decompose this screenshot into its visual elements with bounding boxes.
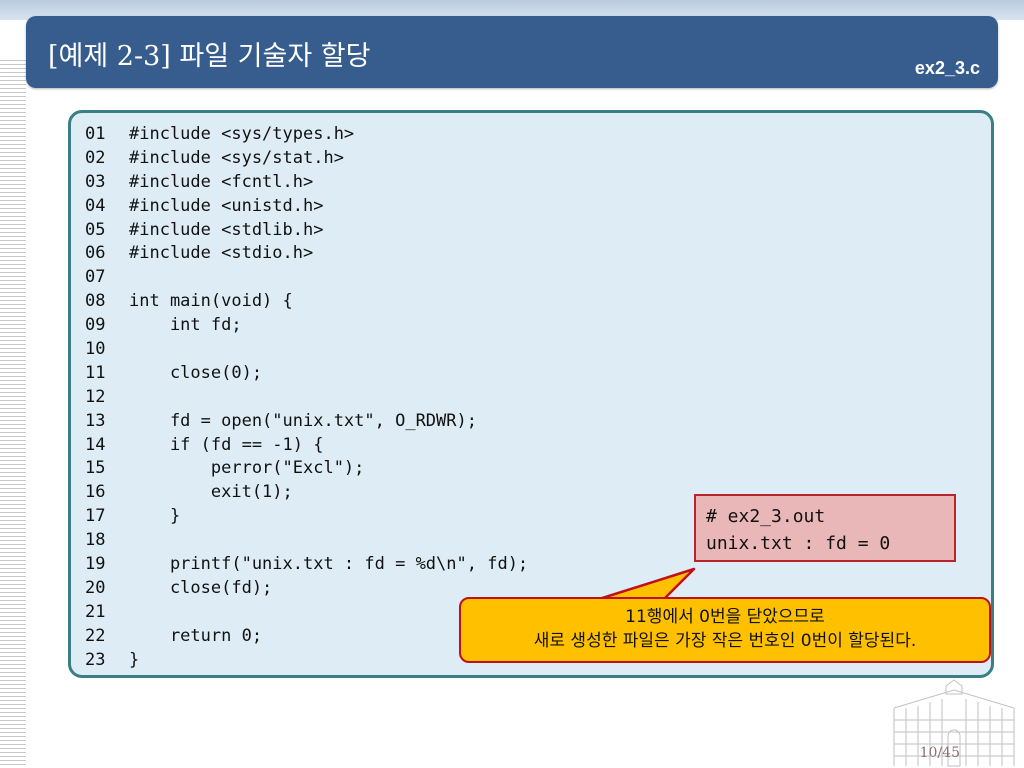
code-line: 10 [85,338,528,362]
code-text: if (fd == -1) { [129,434,324,455]
explanation-callout: 11행에서 0번을 닫았으므로 새로 생성한 파일은 가장 작은 번호인 0번이… [459,597,991,663]
code-text: perror("Excl"); [129,458,365,479]
code-text: #include <sys/types.h> [129,124,355,144]
callout-line: 새로 생성한 파일은 가장 작은 번호인 0번이 할당된다. [533,631,917,651]
line-number: 04 [85,195,106,216]
code-text: fd = open("unix.txt", O_RDWR); [129,410,477,431]
line-number: 22 [85,625,106,646]
code-line: 17 } [85,505,528,529]
code-line: 06 #include <stdio.h> [85,242,528,266]
left-stripe-decoration [0,60,26,768]
line-number: 19 [85,554,106,575]
code-text: #include <fcntl.h> [129,171,314,192]
code-text: int fd; [129,315,242,336]
line-number: 02 [85,147,106,168]
slide-title: [예제 2-3] 파일 기술자 할당 [48,41,371,72]
code-text: } [129,649,140,670]
line-number: 07 [85,267,106,288]
line-number: 10 [85,339,106,360]
code-text: exit(1); [129,482,293,503]
output-box: # ex2_3.out unix.txt : fd = 0 [694,494,956,562]
line-number: 08 [85,291,106,312]
code-line: 23} [85,649,528,673]
building-sketch-icon [893,679,1015,767]
code-line: 09 int fd; [85,314,528,338]
code-line: 03 #include <fcntl.h> [85,171,528,195]
code-text: #include <sys/stat.h> [129,147,344,168]
code-line: 20 close(fd); [85,577,528,601]
code-line: 13 fd = open("unix.txt", O_RDWR); [85,410,528,434]
line-number: 13 [85,410,106,431]
title-bar: [예제 2-3] 파일 기술자 할당 ex2_3.c [26,16,998,88]
code-line: 19 printf("unix.txt : fd = %d\n", fd); [85,553,528,577]
line-number: 03 [85,171,106,192]
code-line: 22 return 0; [85,625,528,649]
output-line: unix.txt : fd = 0 [706,533,891,554]
line-number: 15 [85,458,106,479]
code-line: 08 int main(void) { [85,290,528,314]
file-name-label: ex2_3.c [914,58,980,78]
code-text: close(fd); [129,577,273,598]
code-text: printf("unix.txt : fd = %d\n", fd); [129,554,529,575]
code-text: #include <unistd.h> [129,195,324,216]
code-line: 15 perror("Excl"); [85,457,528,481]
code-text: } [129,506,181,527]
code-listing: 01 #include <sys/types.h> 02 #include <sys/… [85,123,528,672]
line-number: 14 [85,434,106,455]
code-text: int main(void) { [129,291,293,312]
line-number: 17 [85,506,106,527]
code-text: close(0); [129,362,263,383]
code-line: 16 exit(1); [85,481,528,505]
code-line: 18 [85,529,528,553]
line-number: 01 [85,124,106,144]
code-line: 05 #include <stdlib.h> [85,219,528,243]
line-number: 16 [85,482,106,503]
top-band [0,0,1024,20]
line-number: 23 [85,649,106,670]
code-text: return 0; [129,625,263,646]
code-text: #include <stdlib.h> [129,219,324,240]
code-line: 04 #include <unistd.h> [85,195,528,219]
line-number: 09 [85,315,106,336]
line-number: 20 [85,577,106,598]
callout-line: 11행에서 0번을 닫았으므로 [625,607,825,627]
code-text: #include <stdio.h> [129,243,314,264]
line-number: 18 [85,530,106,551]
code-line: 12 [85,386,528,410]
line-number: 06 [85,243,106,264]
line-number: 05 [85,219,106,240]
code-line: 11 close(0); [85,362,528,386]
code-line: 14 if (fd == -1) { [85,434,528,458]
code-line: 01 #include <sys/types.h> [85,123,528,147]
code-line: 02 #include <sys/stat.h> [85,147,528,171]
code-line: 21 [85,601,528,625]
line-number: 11 [85,362,106,383]
code-panel: 01 #include <sys/types.h> 02 #include <sys/… [68,110,994,678]
code-line: 07 [85,266,528,290]
line-number: 12 [85,386,106,407]
output-line: # ex2_3.out [706,506,826,527]
page-number: 10/45 [919,745,960,761]
line-number: 21 [85,601,106,622]
